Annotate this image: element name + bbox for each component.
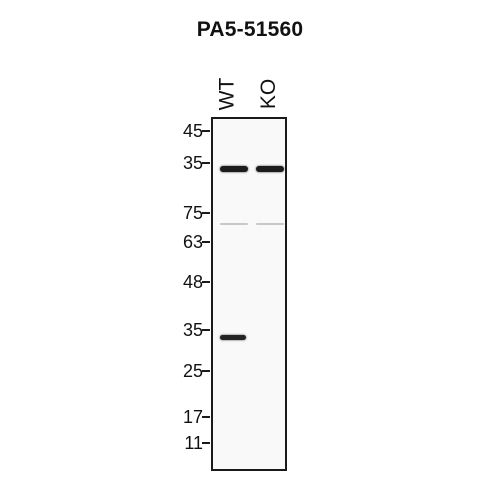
lane-label-wt: WT: [215, 77, 239, 111]
band-wt-faint: [220, 223, 248, 225]
marker-label: 35: [182, 320, 203, 340]
marker-label: 75: [182, 203, 203, 223]
marker-label: 35: [182, 153, 203, 173]
band-wt-lower: [220, 335, 246, 340]
blot-title: PA5-51560: [196, 18, 304, 41]
marker-tick: [202, 241, 210, 243]
marker-label: 48: [182, 272, 203, 292]
band-ko-faint: [256, 223, 284, 225]
marker-tick: [202, 370, 210, 372]
band-wt-strong: [220, 166, 248, 172]
marker-label: 25: [182, 361, 203, 381]
lane-label-ko: KO: [257, 78, 281, 110]
marker-tick: [202, 212, 210, 214]
marker-tick: [202, 416, 210, 418]
marker-label: 17: [182, 407, 203, 427]
marker-label: 11: [184, 433, 203, 453]
marker-tick: [202, 130, 210, 132]
marker-tick: [202, 329, 210, 331]
blot-membrane: [211, 117, 287, 471]
marker-tick: [202, 162, 210, 164]
marker-tick: [202, 442, 210, 444]
marker-label: 45: [182, 121, 203, 141]
marker-tick: [202, 281, 210, 283]
marker-label: 63: [182, 232, 203, 252]
band-ko-strong: [256, 166, 284, 172]
